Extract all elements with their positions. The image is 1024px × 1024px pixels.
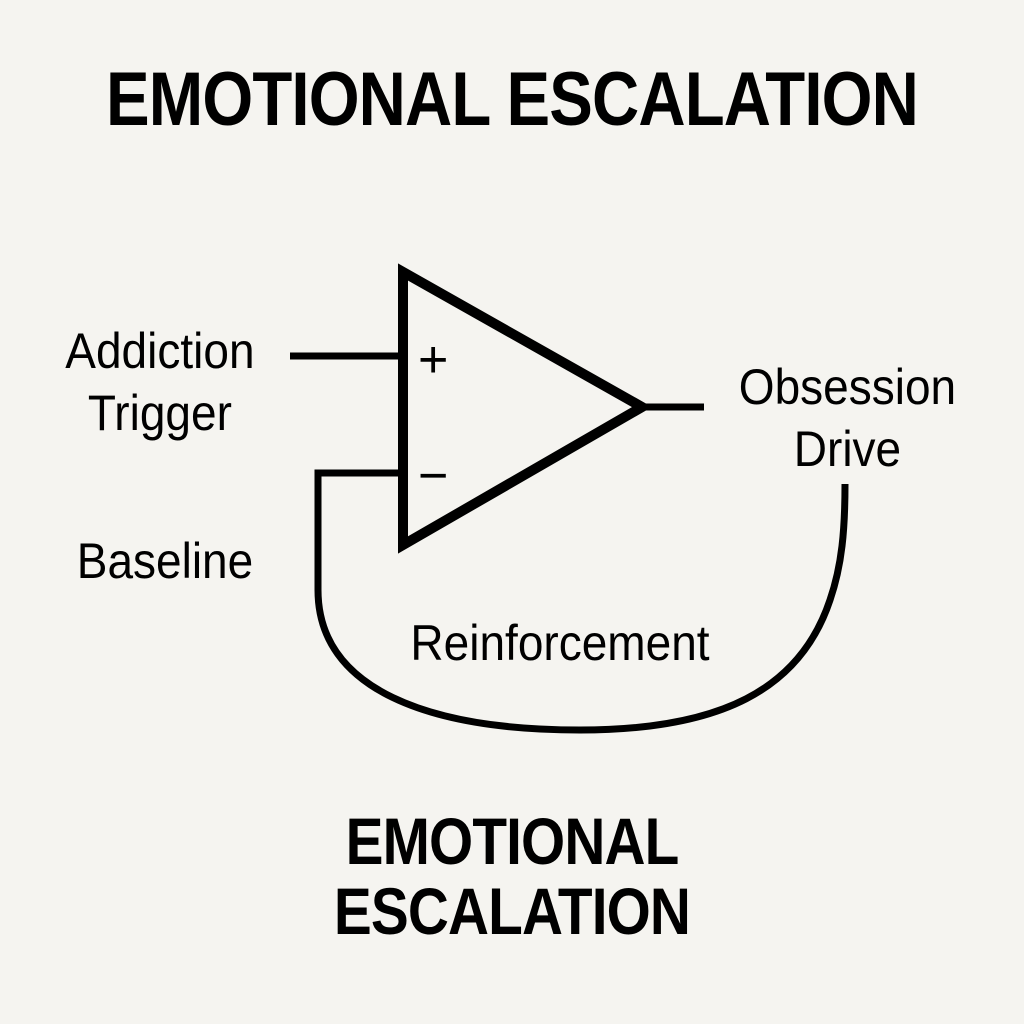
input-label: Addiction Trigger: [40, 320, 279, 444]
plus-sign-icon: +: [418, 331, 449, 389]
page-title: EMOTIONAL ESCALATION: [106, 57, 919, 142]
bottom-title-line2: ESCALATION: [333, 874, 691, 948]
feedback-label: Reinforcement: [410, 615, 710, 671]
feedback-loop-wire: [314, 469, 849, 734]
minus-sign-icon: −: [418, 447, 449, 505]
output-label-line2: Drive: [793, 421, 902, 477]
output-label: Obsession Drive: [716, 356, 978, 480]
input-label-line1: Addiction: [65, 323, 255, 379]
input-label-line2: Trigger: [87, 385, 232, 441]
bottom-title: EMOTIONAL ESCALATION: [72, 808, 953, 948]
baseline-label: Baseline: [76, 533, 254, 589]
amplifier-triangle: [398, 263, 653, 554]
output-label-line1: Obsession: [738, 359, 957, 415]
bottom-title-line1: EMOTIONAL: [345, 804, 680, 878]
